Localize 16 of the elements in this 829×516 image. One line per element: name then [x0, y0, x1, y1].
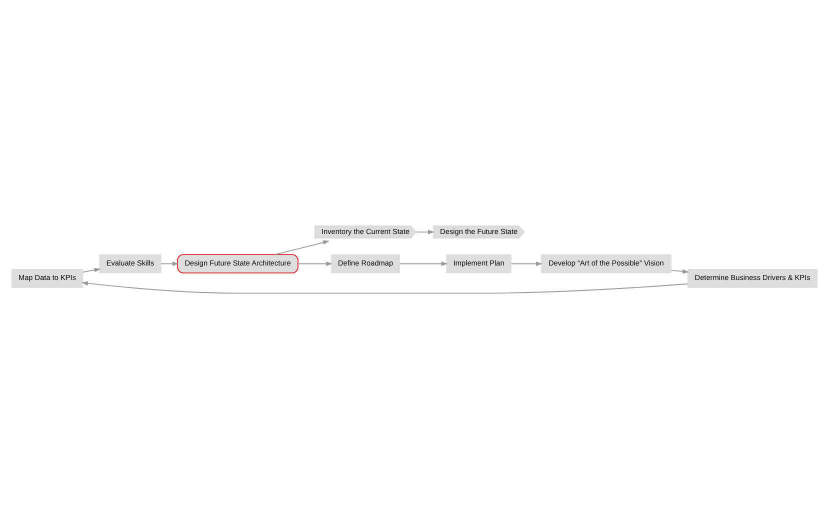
arrow: [82, 268, 101, 273]
node-box: Design Future State Architecture: [177, 254, 298, 274]
arrow: [670, 269, 690, 274]
arrow: [298, 261, 333, 266]
node-box: Define Roadmap: [331, 254, 400, 274]
arrow: [82, 281, 688, 294]
node-box: Develop “Art of the Possible” Vision: [540, 254, 672, 274]
node-box: Determine Business Drivers & KPIs: [688, 269, 818, 288]
arrow: [160, 261, 179, 266]
arrow: [510, 261, 542, 266]
node-box: Map Data to KPIs: [11, 269, 84, 288]
arrow: [274, 240, 330, 255]
arrow: [399, 261, 448, 266]
node-box: Implement Plan: [446, 254, 512, 274]
arrow: [416, 230, 434, 234]
node-box: Evaluate Skills: [99, 254, 162, 274]
